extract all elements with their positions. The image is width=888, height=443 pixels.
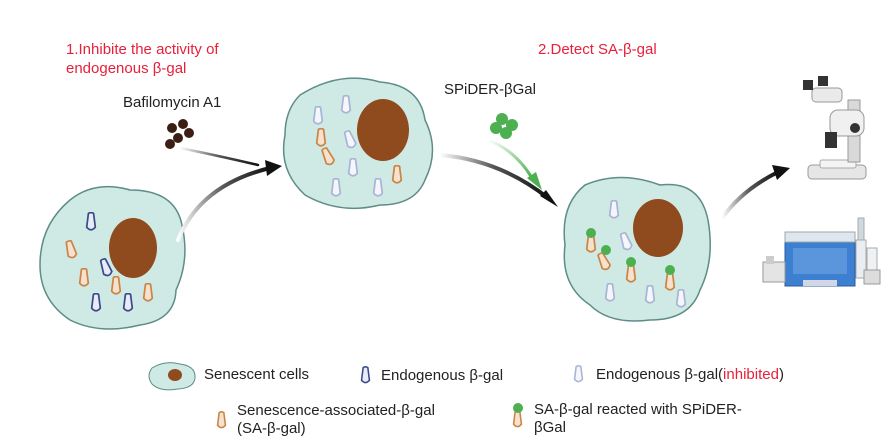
probe-dot: [665, 265, 675, 275]
legend-inhibited-prefix: Endogenous β-gal(: [596, 366, 724, 383]
legend-endogenous-inhibited: Endogenous β-gal(inhibited): [596, 366, 784, 383]
sa-gal: [391, 165, 403, 184]
legend-sa-gal-icon: [216, 411, 227, 429]
arrow-head: [265, 160, 282, 176]
arrow-probe: [486, 138, 534, 180]
step2-title: 2.Detect SA-β-gal: [538, 41, 657, 58]
probe-dot: [601, 245, 611, 255]
inhibited-gal: [675, 289, 687, 308]
legend-inhibited-word: inhibited: [723, 366, 779, 383]
legend-inhibited-suffix: ): [778, 366, 784, 383]
legend-sa-gal-line1: Senescence-associated-β-gal: [237, 402, 435, 419]
sa-gal-reacted: [664, 272, 676, 291]
nucleus: [357, 99, 409, 161]
sa-gal-reacted: [625, 264, 637, 283]
inhibitor-label: Bafilomycin A1: [123, 94, 222, 111]
microscope-icon: [803, 76, 867, 180]
inhibited-gal: [604, 283, 616, 302]
arrow-cell2-to-cell3: [438, 153, 550, 200]
arrow-inhibitor: [178, 146, 260, 167]
bafilomycin-molecules: [165, 119, 194, 149]
legend-reacted-line2: βGal: [534, 419, 566, 436]
sa-gal: [315, 128, 327, 147]
legend-endogenous-icon: [360, 366, 371, 384]
legend-inhibited-icon: [573, 365, 584, 383]
legend-senescent-cell-icon: [148, 362, 196, 391]
senescent-cell-initial: [39, 185, 186, 330]
arrow-head-green: [527, 172, 542, 190]
flow-arrows: [176, 138, 790, 242]
sa-gal: [110, 276, 122, 295]
legend-senescent-cells: Senescent cells: [204, 366, 310, 383]
spider-bgal-probe: [490, 113, 518, 139]
legend-icons: [148, 362, 584, 429]
probe-label: SPiDER-βGal: [444, 81, 536, 98]
endogenous-gal: [122, 293, 134, 312]
sa-gal: [142, 283, 154, 302]
cell-membrane: [282, 77, 434, 210]
step1-title-line2: endogenous β-gal: [66, 60, 187, 77]
nucleus: [633, 199, 683, 257]
inhibited-gal: [644, 285, 656, 304]
endogenous-gal: [90, 293, 102, 312]
step1-title-line1: 1.Inhibite the activity of: [66, 41, 219, 58]
probe-dot: [586, 228, 596, 238]
sa-gal: [78, 268, 90, 287]
inhibited-gal: [347, 158, 359, 177]
nucleus: [109, 218, 157, 278]
arrow-head: [772, 165, 790, 180]
inhibited-gal: [312, 106, 324, 125]
endogenous-gal: [85, 212, 97, 231]
plate-reader-icon: [762, 217, 881, 287]
legend-endogenous: Endogenous β-gal: [381, 367, 504, 384]
arrow-cell1-to-cell2: [176, 166, 272, 242]
probe-dot: [626, 257, 636, 267]
arrow-head: [540, 190, 558, 207]
legend-sa-gal-line2: (SA-β-gal): [237, 420, 306, 437]
inhibited-gal: [608, 200, 620, 219]
inhibited-gal: [372, 178, 384, 197]
inhibited-gal: [340, 95, 352, 114]
inhibited-gal: [330, 178, 342, 197]
legend-reacted-line1: SA-β-gal reacted with SPiDER-: [534, 401, 742, 418]
arrow-to-instruments: [720, 170, 780, 220]
senescent-cell-detected: [563, 176, 711, 322]
senescent-cell-inhibited: [282, 77, 434, 210]
legend-reacted-icon: [512, 403, 523, 428]
